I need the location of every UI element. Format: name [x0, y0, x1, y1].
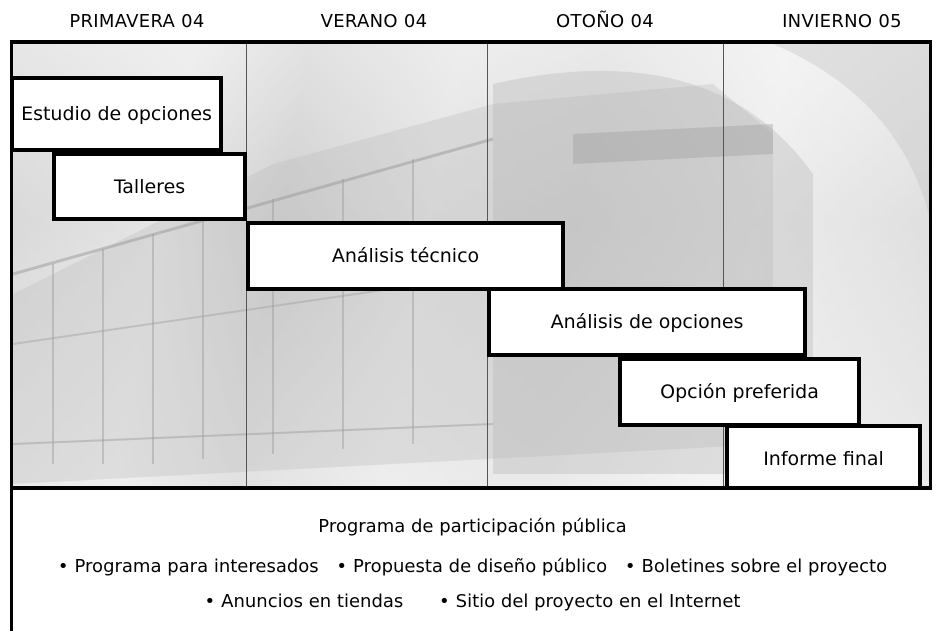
phase-label: Opción preferida	[660, 381, 819, 403]
season-label-spring-04: PRIMAVERA 04	[69, 11, 205, 32]
program-items-row-1: Programa para interesados Propuesta de d…	[13, 556, 932, 577]
season-label-autumn-04: OTOÑO 04	[556, 11, 654, 32]
phase-bar-final-report: Informe final	[725, 424, 922, 486]
program-title: Programa de participación pública	[318, 516, 627, 537]
phase-bar-workshops: Talleres	[52, 152, 247, 221]
program-item: Boletines sobre el proyecto	[625, 556, 887, 577]
program-item: Programa para interesados	[58, 556, 319, 577]
season-label-summer-04: VERANO 04	[320, 11, 428, 32]
phase-bar-preferred-option: Opción preferida	[618, 357, 861, 427]
phase-bar-technical-analysis: Análisis técnico	[246, 221, 565, 291]
phase-label: Informe final	[763, 448, 884, 470]
program-item: Anuncios en tiendas	[205, 591, 403, 612]
phase-label: Análisis técnico	[331, 245, 480, 267]
public-participation-section: Programa de participación pública Progra…	[10, 490, 932, 631]
program-items-row-2: Anuncios en tiendas Sitio del proyecto e…	[13, 591, 932, 612]
phase-bar-option-study: Estudio de opciones	[13, 76, 223, 152]
phase-bar-options-analysis: Análisis de opciones	[487, 287, 807, 357]
program-item: Propuesta de diseño público	[336, 556, 607, 577]
program-item: Sitio del proyecto en el Internet	[439, 591, 741, 612]
phase-label: Análisis de opciones	[550, 311, 744, 333]
season-label-winter-05: INVIERNO 05	[782, 11, 902, 32]
season-divider-3	[723, 44, 724, 486]
phase-label: Talleres	[113, 175, 186, 198]
season-header-row: PRIMAVERA 04 VERANO 04 OTOÑO 04 INVIERNO…	[0, 0, 938, 38]
phase-label: Estudio de opciones	[21, 103, 212, 125]
timeline-frame: Estudio de opciones Talleres Análisis té…	[10, 40, 932, 490]
